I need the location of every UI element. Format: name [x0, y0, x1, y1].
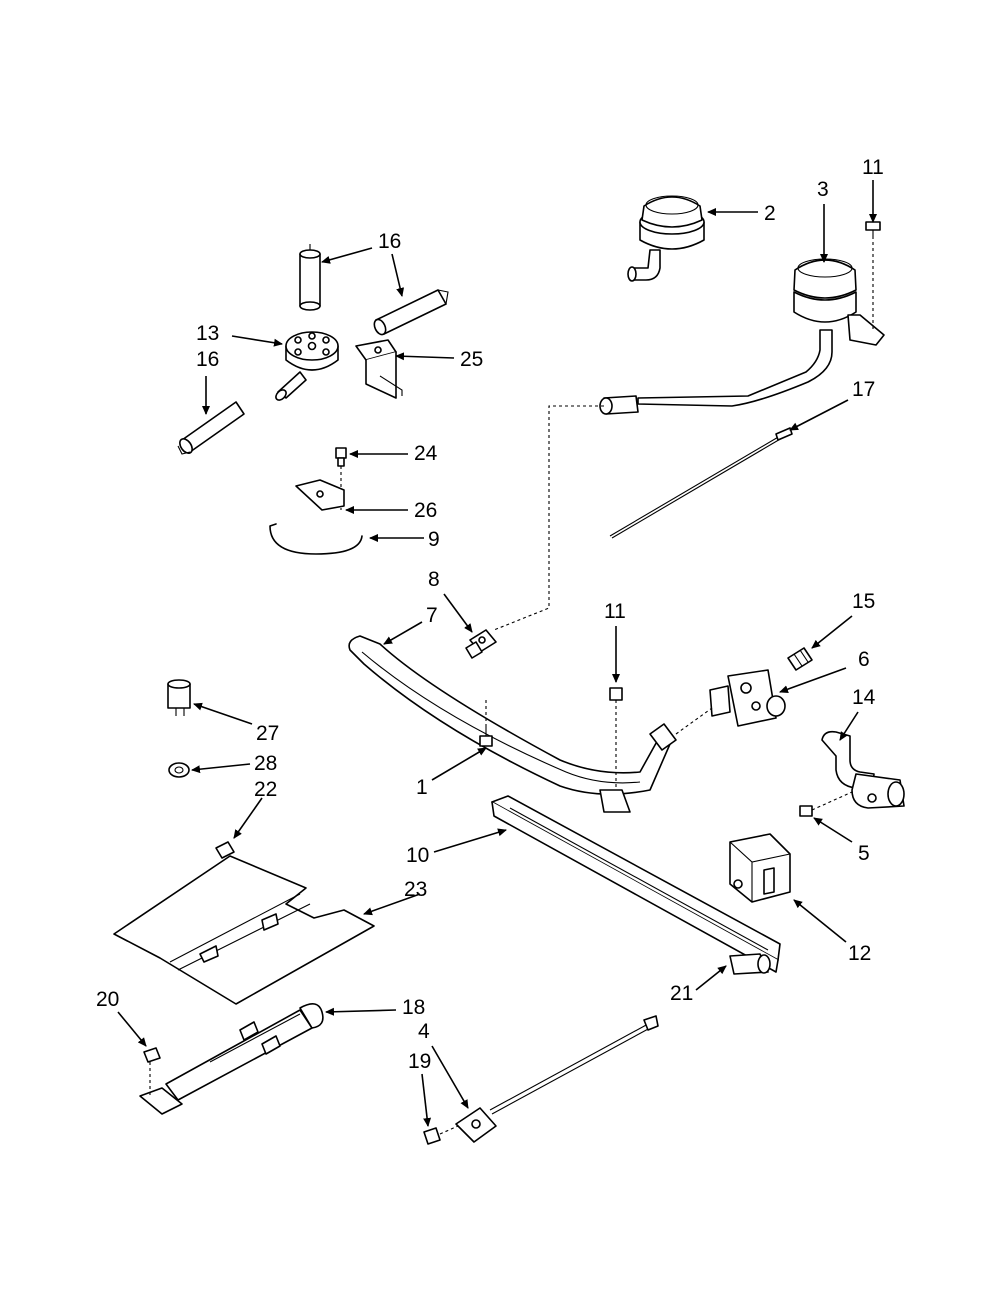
callout-12: 12 — [848, 942, 871, 965]
callout-15: 15 — [852, 590, 875, 613]
manifold-part-7 — [348, 635, 677, 813]
part-27 — [167, 679, 191, 716]
callout-27: 27 — [256, 722, 279, 745]
callout-25: 25 — [460, 348, 483, 371]
callout-2: 2 — [764, 202, 776, 225]
callout-7: 7 — [426, 604, 438, 627]
channel-part-10 — [491, 795, 781, 973]
callout-labels: 2 3 11 16 13 16 25 17 24 26 9 8 7 11 15 … — [96, 156, 884, 1073]
callout-16: 16 — [378, 230, 401, 253]
valve-part-6 — [675, 669, 786, 735]
burner-part-2 — [627, 195, 705, 282]
callout-28: 28 — [254, 752, 277, 775]
callout-14: 14 — [852, 686, 876, 709]
nut-part-19 — [423, 1125, 459, 1145]
supply-line-dashed — [493, 405, 604, 631]
nut-part-20 — [143, 1047, 161, 1096]
callout-9: 9 — [428, 528, 440, 551]
callout-17: 17 — [852, 378, 875, 401]
fitting-part-15 — [787, 647, 813, 671]
screw-part-11-top — [865, 221, 881, 330]
burner-tube-part-18 — [139, 1003, 324, 1115]
bracket-part-26 — [295, 479, 345, 511]
screw-part-1 — [479, 700, 493, 747]
callout-26: 26 — [414, 499, 437, 522]
fitting-part-21 — [729, 953, 771, 975]
callout-10: 10 — [406, 844, 429, 867]
screw-part-11-mid — [609, 687, 623, 790]
callout-22: 22 — [254, 778, 277, 801]
bracket-part-25 — [355, 339, 403, 399]
callout-11: 11 — [604, 600, 626, 623]
callout-3: 3 — [817, 178, 829, 201]
valve-part-4 — [455, 1015, 659, 1143]
callout-18: 18 — [402, 996, 425, 1019]
callout-20: 20 — [96, 988, 119, 1011]
callout-8: 8 — [428, 568, 440, 591]
rod-part-17 — [609, 427, 793, 539]
clip-part-9 — [269, 523, 363, 555]
tube-part-16-right — [373, 289, 449, 336]
burner-part-13 — [275, 331, 339, 401]
tube-part-16-lower — [177, 401, 245, 455]
screw-part-5 — [799, 791, 853, 817]
fitting-part-8 — [465, 629, 497, 659]
leader-lines — [117, 180, 877, 1127]
callout-6: 6 — [858, 648, 870, 671]
callout-16: 16 — [196, 348, 219, 371]
callout-5: 5 — [858, 842, 870, 865]
shield-part-23 — [113, 855, 375, 1005]
callout-23: 23 — [404, 878, 427, 901]
burner-part-3 — [599, 258, 885, 415]
callout-4: 4 — [418, 1020, 430, 1043]
tube-part-16-upper — [299, 244, 321, 311]
box-part-12 — [729, 833, 791, 903]
nut-part-28 — [168, 762, 190, 778]
callout-11: 11 — [862, 156, 884, 179]
callout-21: 21 — [670, 982, 693, 1005]
callout-19: 19 — [408, 1050, 431, 1073]
callout-13: 13 — [196, 322, 219, 345]
callout-1: 1 — [416, 776, 428, 799]
valve-part-14 — [821, 730, 905, 809]
callout-24: 24 — [414, 442, 438, 465]
